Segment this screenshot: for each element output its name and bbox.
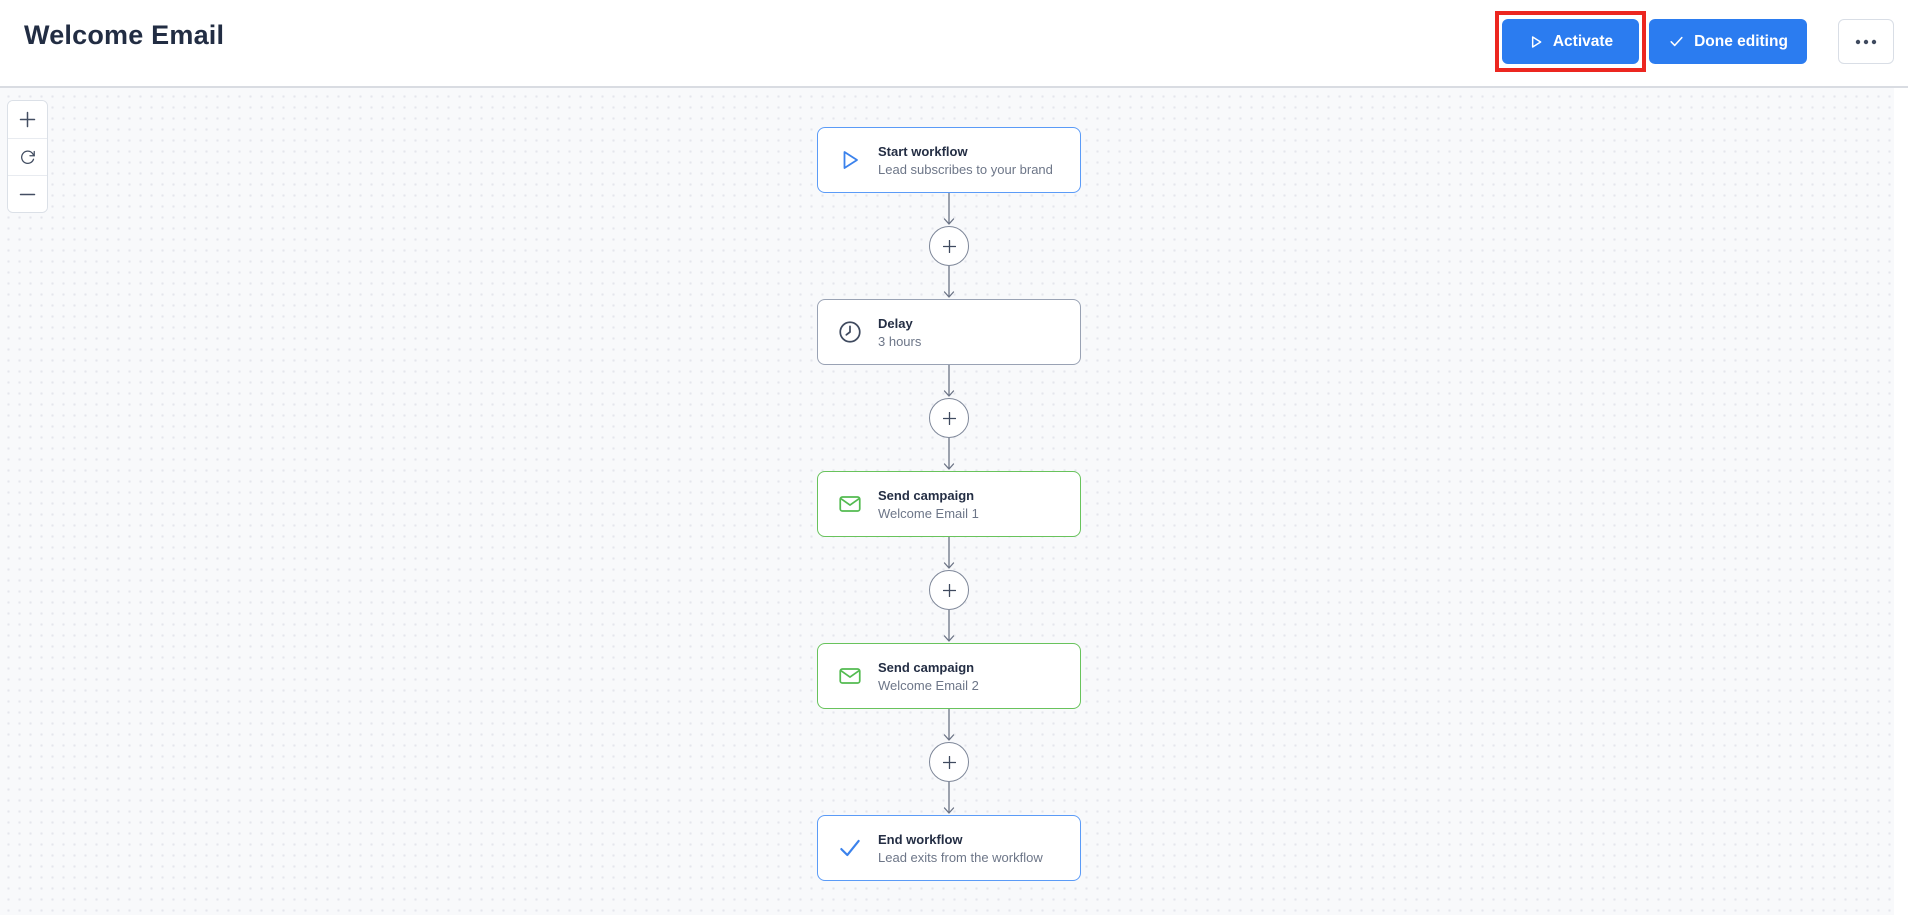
zoom-out-button[interactable]	[8, 175, 47, 212]
arrow-down-icon	[943, 365, 955, 397]
arrow-down-icon	[943, 709, 955, 741]
node-label: Send campaign	[878, 487, 975, 503]
more-options-button[interactable]	[1838, 19, 1894, 64]
node-subtitle: 3 hours	[878, 333, 922, 349]
plus-icon	[942, 239, 956, 253]
arrow-down-icon	[943, 438, 955, 470]
node-label: End workflow	[878, 831, 963, 847]
done-editing-button[interactable]: Done editing	[1649, 19, 1807, 64]
arrow-down-icon	[943, 782, 955, 814]
connector	[929, 365, 969, 471]
arrow-down-icon	[943, 266, 955, 298]
scrollbar-track[interactable]	[1894, 88, 1908, 915]
activate-button-label: Activate	[1552, 32, 1614, 50]
header: Welcome Email Activate Done editing	[0, 0, 1908, 88]
arrow-down-icon	[943, 610, 955, 642]
node-subtitle: Lead subscribes to your brand	[878, 161, 1053, 177]
reset-view-button[interactable]	[8, 138, 47, 175]
add-step-button[interactable]	[929, 226, 969, 266]
envelope-icon	[837, 491, 863, 517]
workflow-node-end[interactable]: End workflow Lead exits from the workflo…	[817, 815, 1081, 881]
add-step-button[interactable]	[929, 398, 969, 438]
zoom-in-button[interactable]	[8, 101, 47, 138]
connector	[929, 709, 969, 815]
envelope-icon	[837, 663, 863, 689]
arrow-down-icon	[943, 537, 955, 569]
workflow-node-delay[interactable]: Delay 3 hours	[817, 299, 1081, 365]
page-title: Welcome Email	[24, 20, 225, 50]
rotate-cw-icon	[19, 149, 36, 166]
play-icon	[1528, 34, 1544, 50]
zoom-controls-panel	[7, 100, 48, 213]
node-subtitle: Welcome Email 1	[878, 505, 979, 521]
plus-icon	[19, 111, 36, 128]
plus-icon	[942, 755, 956, 769]
workflow-node-start[interactable]: Start workflow Lead subscribes to your b…	[817, 127, 1081, 193]
workflow-canvas[interactable]: Start workflow Lead subscribes to your b…	[0, 88, 1908, 915]
check-icon	[1668, 33, 1685, 50]
workflow-node-send-campaign-2[interactable]: Send campaign Welcome Email 2	[817, 643, 1081, 709]
workflow-flow: Start workflow Lead subscribes to your b…	[817, 127, 1081, 881]
arrow-down-icon	[943, 193, 955, 225]
clock-icon	[837, 319, 863, 345]
node-label: Start workflow	[878, 143, 968, 159]
workflow-node-send-campaign-1[interactable]: Send campaign Welcome Email 1	[817, 471, 1081, 537]
connector	[929, 537, 969, 643]
plus-icon	[942, 583, 956, 597]
play-icon	[837, 147, 863, 173]
node-subtitle: Welcome Email 2	[878, 677, 979, 693]
add-step-button[interactable]	[929, 742, 969, 782]
node-label: Send campaign	[878, 659, 975, 675]
ellipsis-icon	[1855, 39, 1877, 45]
node-label: Delay	[878, 315, 913, 331]
add-step-button[interactable]	[929, 570, 969, 610]
activate-button[interactable]: Activate	[1502, 19, 1639, 64]
node-subtitle: Lead exits from the workflow	[878, 849, 1043, 865]
minus-icon	[19, 186, 36, 203]
check-icon	[837, 835, 863, 861]
plus-icon	[942, 411, 956, 425]
done-editing-button-label: Done editing	[1694, 32, 1788, 50]
connector	[929, 193, 969, 299]
